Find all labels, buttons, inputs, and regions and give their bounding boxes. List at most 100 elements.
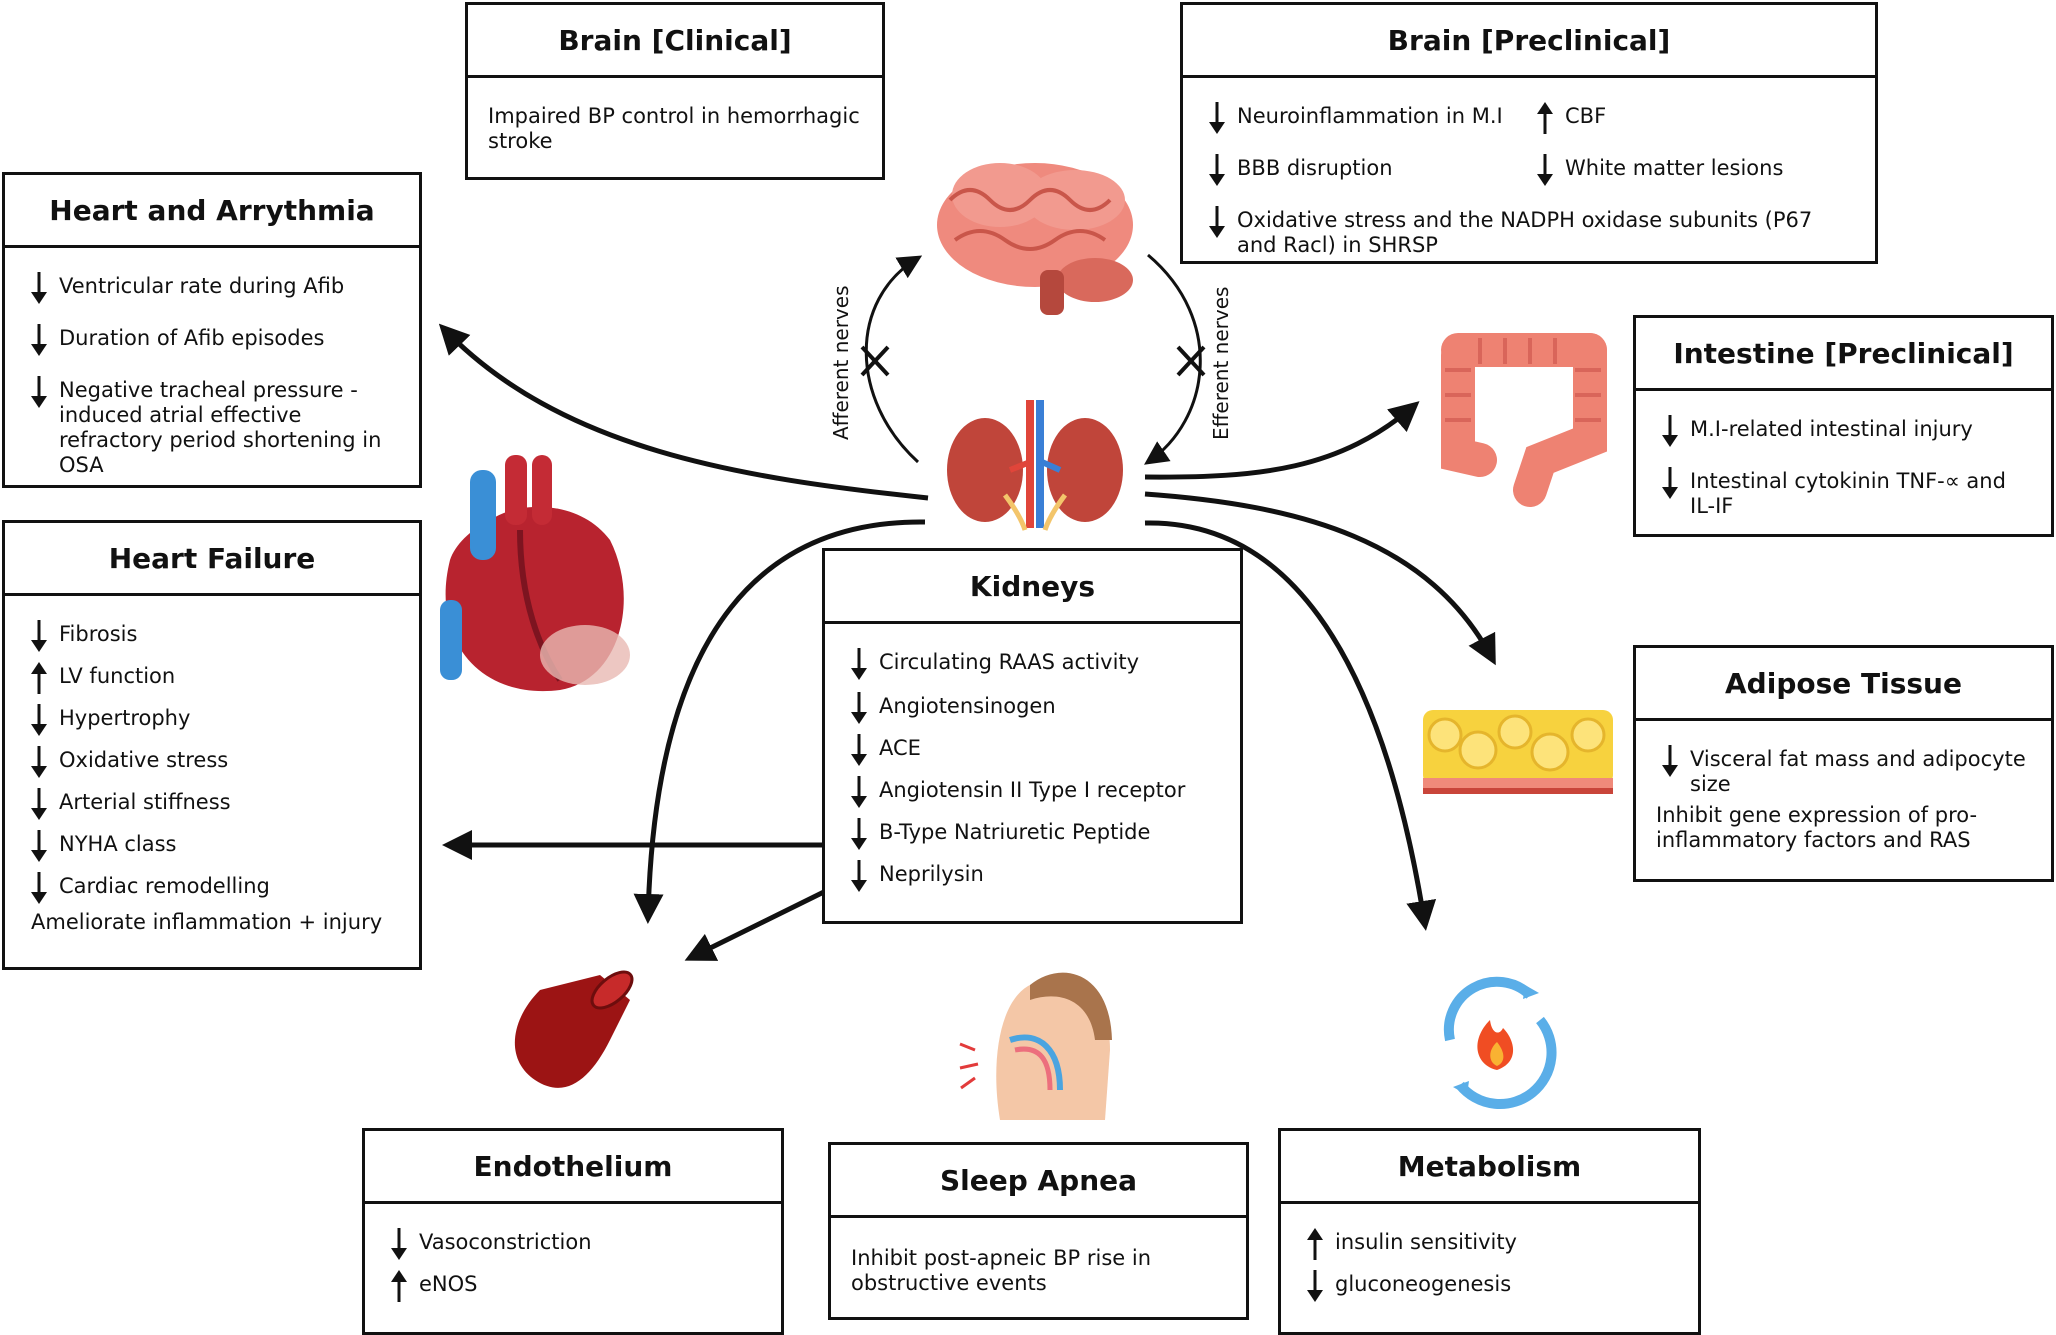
arrow-to-endothelium-straight [684, 882, 840, 961]
arrow-indicator-icon [1656, 467, 1690, 503]
metabolism-icon [1443, 976, 1557, 1110]
heart-arrhythmia-title: Heart and Arrythmia [5, 175, 419, 248]
heart-failure-item: Fibrosis [25, 620, 399, 656]
arrow-indicator-icon [385, 1228, 419, 1264]
down-arrow-icon [31, 704, 47, 736]
down-arrow-icon [851, 734, 867, 766]
arrow-indicator-icon [845, 818, 879, 854]
arrow-indicator-icon [25, 272, 59, 308]
arrow-indicator-icon [25, 376, 59, 412]
arrow-to-endothelium-curve [633, 519, 926, 924]
down-arrow-icon [1662, 745, 1678, 777]
kidneys-item: B-Type Natriuretic Peptide [845, 818, 1220, 854]
up-arrow-icon [391, 1270, 407, 1302]
sleep-apnea-title: Sleep Apnea [831, 1145, 1246, 1218]
down-arrow-icon [1537, 154, 1553, 186]
arrow-indicator-icon [25, 324, 59, 360]
arrow-indicator-icon [1656, 745, 1690, 781]
down-arrow-icon [1209, 102, 1225, 134]
metabolism-title: Metabolism [1281, 1131, 1698, 1204]
endothelium-box: Endothelium Vasoconstriction eNOS [362, 1128, 784, 1335]
down-arrow-icon [391, 1228, 407, 1260]
endothelium-item: Vasoconstriction [385, 1228, 761, 1264]
down-arrow-icon [1209, 206, 1225, 238]
brain-clinical-box: Brain [Clinical] Impaired BP control in … [465, 2, 885, 180]
up-arrow-icon [1307, 1228, 1323, 1260]
arrow-to-metabolism [1144, 520, 1437, 931]
arrow-to-heart-arrhythmia [438, 323, 929, 501]
brain-preclinical-item: White matter lesions [1531, 154, 1855, 206]
up-arrow-icon [1537, 102, 1553, 134]
brain-preclinical-item: BBB disruption [1203, 154, 1531, 190]
down-arrow-icon [1209, 154, 1225, 186]
down-arrow-icon [851, 860, 867, 892]
endothelium-title: Endothelium [365, 1131, 781, 1204]
endothelium-item: eNOS [385, 1270, 761, 1306]
brain-clinical-item: Impaired BP control in hemorrhagic strok… [488, 104, 860, 153]
adipose-item: Visceral fat mass and adipocyte size [1656, 745, 2031, 797]
arrow-indicator-icon [1656, 415, 1690, 451]
intestine-title: Intestine [Preclinical] [1636, 318, 2051, 391]
arrow-indicator-icon [1203, 154, 1237, 190]
efferent-block-mark [1176, 345, 1206, 377]
down-arrow-icon [31, 324, 47, 356]
efferent-nerves-label: Efferent nerves [1209, 287, 1233, 440]
down-arrow-icon [31, 272, 47, 304]
heart-failure-note: Ameliorate inflammation + injury [31, 910, 383, 934]
brain-icon [937, 163, 1133, 315]
kidneys-icon [947, 400, 1123, 531]
arrow-to-adipose [1144, 491, 1496, 666]
intestine-icon [1441, 333, 1607, 507]
brain-preclinical-box: Brain [Preclinical] Neuroinflammation in… [1180, 2, 1878, 264]
down-arrow-icon [851, 692, 867, 724]
arrow-indicator-icon [25, 746, 59, 782]
adipose-box: Adipose Tissue Visceral fat mass and adi… [1633, 645, 2054, 882]
arrow-indicator-icon [1203, 102, 1237, 138]
adipose-note: Inhibit gene expression of pro-inflammat… [1656, 803, 1978, 852]
heart-failure-box: Heart Failure Fibrosis LV function Hyper… [2, 520, 422, 970]
down-arrow-icon [31, 746, 47, 778]
down-arrow-icon [31, 376, 47, 408]
heart-failure-item: Hypertrophy [25, 704, 399, 740]
intestine-shading [1445, 338, 1601, 422]
down-arrow-icon [851, 648, 867, 680]
arrow-indicator-icon [25, 830, 59, 866]
heart-arrhythmia-item: Negative tracheal pressure - induced atr… [25, 376, 399, 478]
intestine-box: Intestine [Preclinical] M.I-related inte… [1633, 315, 2054, 537]
arrow-indicator-icon [1531, 102, 1565, 138]
down-arrow-icon [31, 788, 47, 820]
metabolism-item: insulin sensitivity [1301, 1228, 1678, 1264]
intestine-item: M.I-related intestinal injury [1656, 415, 2031, 451]
arrow-indicator-icon [1203, 206, 1237, 242]
intestine-item: Intestinal cytokinin TNF-∝ and IL-IF [1656, 467, 2031, 519]
blood-vessel-icon [514, 970, 634, 1088]
kidneys-title: Kidneys [825, 551, 1240, 624]
sleep-apnea-item: Inhibit post-apneic BP rise in obstructi… [851, 1246, 1152, 1295]
down-arrow-icon [1662, 415, 1678, 447]
afferent-nerves-label: Afferent nerves [829, 286, 853, 441]
sleep-apnea-head-icon [959, 972, 1112, 1120]
kidneys-item: ACE [845, 734, 1220, 770]
down-arrow-icon [31, 620, 47, 652]
heart-failure-item: NYHA class [25, 830, 399, 866]
arrow-indicator-icon [845, 692, 879, 728]
adipose-title: Adipose Tissue [1636, 648, 2051, 721]
kidneys-box: Kidneys Circulating RAAS activity Angiot… [822, 548, 1243, 924]
brain-clinical-title: Brain [Clinical] [468, 5, 882, 78]
down-arrow-icon [1307, 1270, 1323, 1302]
heart-arrhythmia-item: Duration of Afib episodes [25, 324, 399, 360]
brain-preclinical-item: Oxidative stress and the NADPH oxidase s… [1203, 206, 1855, 258]
down-arrow-icon [851, 776, 867, 808]
arrow-indicator-icon [25, 788, 59, 824]
efferent-nerve-arrow [1144, 253, 1202, 465]
up-arrow-icon [31, 662, 47, 694]
arrow-indicator-icon [25, 620, 59, 656]
heart-arrhythmia-item: Ventricular rate during Afib [25, 272, 399, 308]
down-arrow-icon [1662, 467, 1678, 499]
arrow-indicator-icon [1301, 1228, 1335, 1264]
sleep-apnea-box: Sleep Apnea Inhibit post-apneic BP rise … [828, 1142, 1249, 1320]
arrow-indicator-icon [845, 734, 879, 770]
down-arrow-icon [851, 818, 867, 850]
